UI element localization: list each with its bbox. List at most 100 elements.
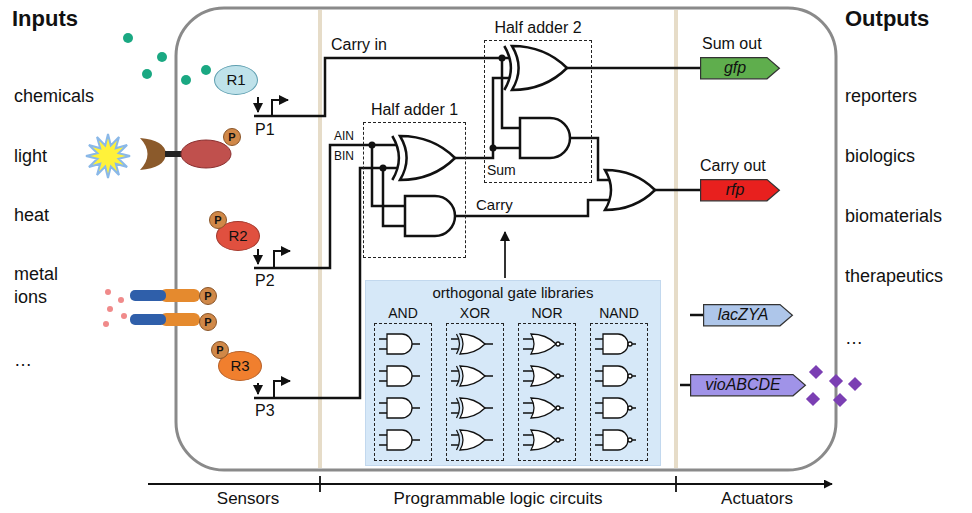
input-item: metal ions xyxy=(14,263,76,308)
wire-junction xyxy=(380,165,387,172)
signal-name: Carry in xyxy=(331,36,387,54)
circuit-wire xyxy=(690,314,703,317)
metal-receptor xyxy=(105,289,111,295)
phospho-circle: P xyxy=(199,287,217,305)
library-gate xyxy=(595,366,636,386)
node-label: R2 xyxy=(228,227,247,244)
node-label: orthogonal gate libraries xyxy=(366,284,660,301)
library-gate xyxy=(379,398,420,418)
signal-name: AIN xyxy=(334,130,354,144)
library-arrow xyxy=(504,232,506,278)
metal-receptor xyxy=(118,297,124,303)
wire xyxy=(592,67,700,70)
promoter-symbol xyxy=(257,97,259,112)
input-item: … xyxy=(14,350,32,371)
metal-receptor xyxy=(107,306,113,312)
chemical-dots xyxy=(201,65,211,75)
node-label: XOR xyxy=(460,305,490,321)
gene-shape xyxy=(701,180,780,201)
signal-name: Sum out xyxy=(702,35,762,53)
node-label: P xyxy=(204,291,211,302)
signal-name: Carry out xyxy=(700,157,766,175)
gene-arrow: lacZYA xyxy=(703,304,793,326)
node-label: Half adder 2 xyxy=(494,19,581,37)
light-receptor xyxy=(86,134,231,178)
gene-arrow: gfp xyxy=(700,57,780,79)
logic-gate xyxy=(392,136,455,180)
promoter-name: P3 xyxy=(255,402,275,420)
wire xyxy=(466,157,484,160)
axis-label: Programmable logic circuits xyxy=(394,489,603,509)
library-gate xyxy=(523,366,564,386)
input-item: heat xyxy=(14,205,49,226)
circuit-wire xyxy=(567,67,592,70)
library-gate xyxy=(523,334,564,354)
node-label: vioABCDE xyxy=(705,376,791,394)
pigment-diamonds xyxy=(806,365,862,407)
phospho-circle: P xyxy=(211,341,229,359)
promoter-symbol xyxy=(274,251,290,268)
gate-library-panel: orthogonal gate librariesANDXORNORNAND xyxy=(365,280,661,466)
chemical-dots xyxy=(157,52,167,62)
library-gate xyxy=(379,334,420,354)
circuit-wire xyxy=(570,138,609,180)
library-gate xyxy=(451,366,493,386)
logic-gate xyxy=(520,118,570,158)
logic-gate xyxy=(504,46,567,90)
library-gate xyxy=(451,398,493,418)
wire-junction xyxy=(490,145,497,152)
section-divider xyxy=(674,10,678,468)
library-gate xyxy=(379,334,636,450)
gene-shape xyxy=(704,305,793,326)
node-label: AND xyxy=(388,305,418,321)
node-label: NOR xyxy=(531,305,562,321)
chemical-dots xyxy=(142,69,152,79)
circuit-wire xyxy=(680,384,690,387)
pigment-diamonds xyxy=(806,392,820,406)
receptor-ellipse: R1 xyxy=(214,65,258,95)
axis-label: Sensors xyxy=(217,489,279,509)
node-label: NAND xyxy=(599,305,639,321)
half-adder-box: Half adder 2 xyxy=(484,40,592,183)
promoter-symbol xyxy=(257,383,259,394)
light-receptor xyxy=(140,138,166,170)
axis-arrow xyxy=(148,483,832,485)
metal-receptor xyxy=(103,289,127,327)
section-heading: Outputs xyxy=(845,6,929,31)
promoter-name: P1 xyxy=(255,121,275,139)
chemical-dots xyxy=(123,33,133,43)
logic-gate xyxy=(392,46,655,236)
metal-receptor xyxy=(130,314,166,325)
output-item: therapeutics xyxy=(845,266,943,287)
circuit-wire xyxy=(372,145,405,206)
library-gate xyxy=(379,430,420,450)
axis-label: Actuators xyxy=(721,489,793,509)
signal-name: BIN xyxy=(334,150,354,164)
node-label: P xyxy=(204,317,211,328)
gate-family-box: XOR xyxy=(446,323,504,461)
light-receptor xyxy=(181,140,231,168)
output-item: reporters xyxy=(845,86,917,107)
pigment-diamonds xyxy=(829,374,843,388)
cell-outline xyxy=(176,8,836,470)
library-gate xyxy=(451,430,493,450)
chemical-dots xyxy=(181,75,191,85)
node-label: rfp xyxy=(726,181,755,199)
phospho-circle: P xyxy=(199,313,217,331)
metal-receptor xyxy=(121,313,127,319)
gate-family-box: NOR xyxy=(518,323,576,461)
node-label: P xyxy=(228,132,235,143)
metal-receptor xyxy=(103,289,200,327)
circuit-wire xyxy=(493,147,520,150)
pigment-diamonds xyxy=(809,365,823,379)
phospho-circle: P xyxy=(209,211,227,229)
section-divider xyxy=(320,10,676,468)
gate-family-box: AND xyxy=(374,323,432,461)
node-label: P xyxy=(214,215,221,226)
signal-name: Sum xyxy=(487,162,516,178)
circuit-wire xyxy=(655,189,700,192)
output-item: biomaterials xyxy=(845,206,942,227)
pigment-diamonds xyxy=(848,377,862,391)
chemical-dots xyxy=(123,33,211,85)
